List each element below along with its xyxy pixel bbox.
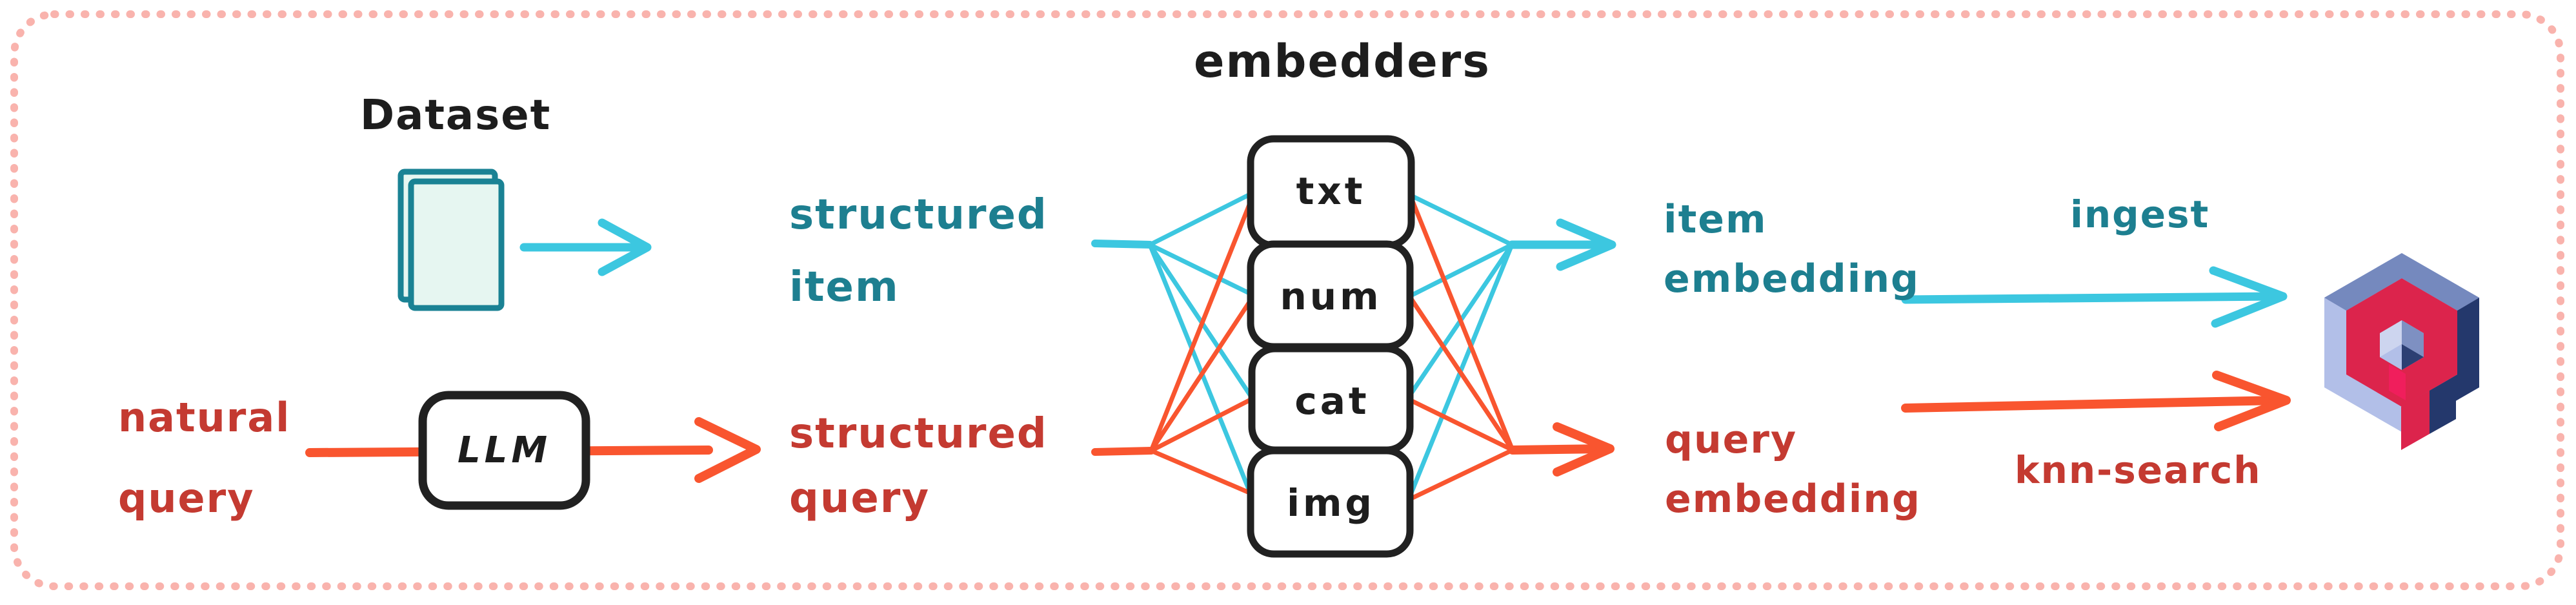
item-embedding-line2: embedding	[1664, 256, 1920, 302]
item-fan-left	[1091, 190, 1255, 493]
ingest-label: ingest	[2070, 192, 2210, 236]
query-embedding-line2: embedding	[1665, 477, 1921, 522]
qdrant-logo-cube-lower-right	[2402, 344, 2424, 370]
qdrant-logo-inner-highlight	[2389, 364, 2406, 400]
dataset-front-sheet	[408, 178, 505, 311]
query-embedding-line1: query	[1665, 417, 1798, 462]
dataset-to-item-arrow	[519, 218, 652, 276]
qdrant-logo-tail-front	[2401, 391, 2430, 450]
qdrant-logo-tail-side	[2430, 376, 2456, 434]
qdrant-logo	[2324, 253, 2479, 450]
item-embedding-line1: item	[1664, 197, 1767, 242]
embedder-label-cat: cat	[1294, 378, 1370, 423]
dataset-icon	[397, 169, 505, 311]
query-fan-left	[1091, 189, 1257, 495]
embedder-label-num: num	[1280, 274, 1382, 318]
knn-search-arrow	[1901, 371, 2291, 431]
query-fan-right	[1408, 197, 1615, 501]
qdrant-logo-top-face	[2324, 253, 2479, 311]
embedder-label-img: img	[1287, 480, 1375, 525]
natural-query-line2: query	[118, 475, 255, 522]
embedder-label-txt: txt	[1296, 169, 1366, 213]
llm-box	[418, 391, 590, 510]
embedders-title: embedders	[1194, 35, 1491, 88]
qdrant-logo-q-ring	[2346, 278, 2457, 407]
ingest-arrow	[1901, 266, 2288, 328]
embedder-box-img	[1247, 447, 1414, 558]
dataset-label: Dataset	[360, 92, 552, 139]
embedder-boxes	[1247, 135, 1415, 558]
structured-query-line2: query	[789, 475, 931, 522]
structured-item-line1: structured	[789, 191, 1048, 239]
structured-query-line1: structured	[789, 410, 1048, 458]
knn-search-label: knn-search	[2015, 448, 2262, 492]
llm-label: LLM	[457, 429, 552, 471]
structured-item-line2: item	[789, 263, 900, 311]
dotted-border	[10, 10, 2564, 590]
qdrant-logo-cube-upper-left	[2380, 320, 2402, 357]
qdrant-logo-cube-lower-left	[2380, 344, 2402, 370]
natural-query-line1: natural	[118, 394, 291, 441]
qdrant-logo-cube-upper-right	[2402, 320, 2424, 357]
